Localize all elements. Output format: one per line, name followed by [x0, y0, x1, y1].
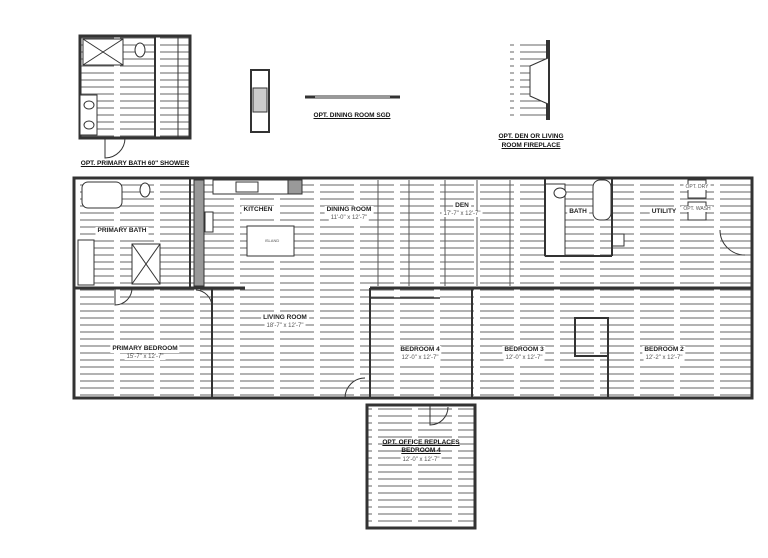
- bath-label: BATH: [567, 208, 589, 216]
- den-label: DEN: [453, 202, 471, 210]
- den-dim: 17'-7" x 12'-7": [441, 211, 483, 217]
- opt-fireplace-caption-2: ROOM FIREPLACE: [501, 142, 561, 149]
- utility-label: UTILITY: [649, 208, 679, 216]
- dining-room-dim: 11'-0" x 12'-7": [328, 215, 370, 221]
- main-floor-plan: [72, 176, 754, 400]
- bedroom-4-dim: 12'-0" x 12'-7": [399, 355, 441, 361]
- opt-primary-bath-plan: [78, 34, 192, 159]
- island-label: ISLAND: [262, 238, 282, 243]
- opt-office-caption-2: BEDROOM 4: [401, 447, 441, 454]
- bedroom-4-label: BEDROOM 4: [398, 346, 442, 354]
- primary-bedroom-label: PRIMARY BEDROOM: [110, 345, 180, 353]
- primary-bath-label: PRIMARY BATH: [95, 227, 149, 235]
- opt-washer: OPT. WASH: [681, 206, 713, 212]
- bedroom-3-dim: 12'-0" x 12'-7": [503, 355, 545, 361]
- living-room-label: LIVING ROOM: [261, 314, 309, 322]
- dining-room-label: DINING ROOM: [324, 206, 374, 214]
- bedroom-2-dim: 12'-2" x 12'-7": [643, 355, 685, 361]
- bedroom-2-label: BEDROOM 2: [642, 346, 686, 354]
- bedroom-3-label: BEDROOM 3: [502, 346, 546, 354]
- opt-fireplace-caption-1: OPT. DEN OR LIVING: [498, 133, 564, 140]
- opt-office-dim: 12'-0" x 12'-7": [400, 457, 442, 463]
- opt-dryer: OPT. DRY: [683, 184, 711, 190]
- kitchen-label: KITCHEN: [241, 206, 275, 214]
- opt-dining-sgd-caption: OPT. DINING ROOM SGD: [313, 112, 391, 119]
- opt-office-plan: [365, 403, 477, 530]
- opt-primary-bath-caption: OPT. PRIMARY BATH 60" SHOWER: [80, 160, 190, 167]
- opt-office-caption-1: OPT. OFFICE REPLACES: [382, 439, 460, 446]
- opt-window-plan: [250, 69, 270, 133]
- primary-bedroom-dim: 15'-7" x 12'-7": [124, 354, 166, 360]
- opt-fireplace-plan: [510, 40, 550, 120]
- living-room-dim: 18'-7" x 12'-7": [264, 323, 306, 329]
